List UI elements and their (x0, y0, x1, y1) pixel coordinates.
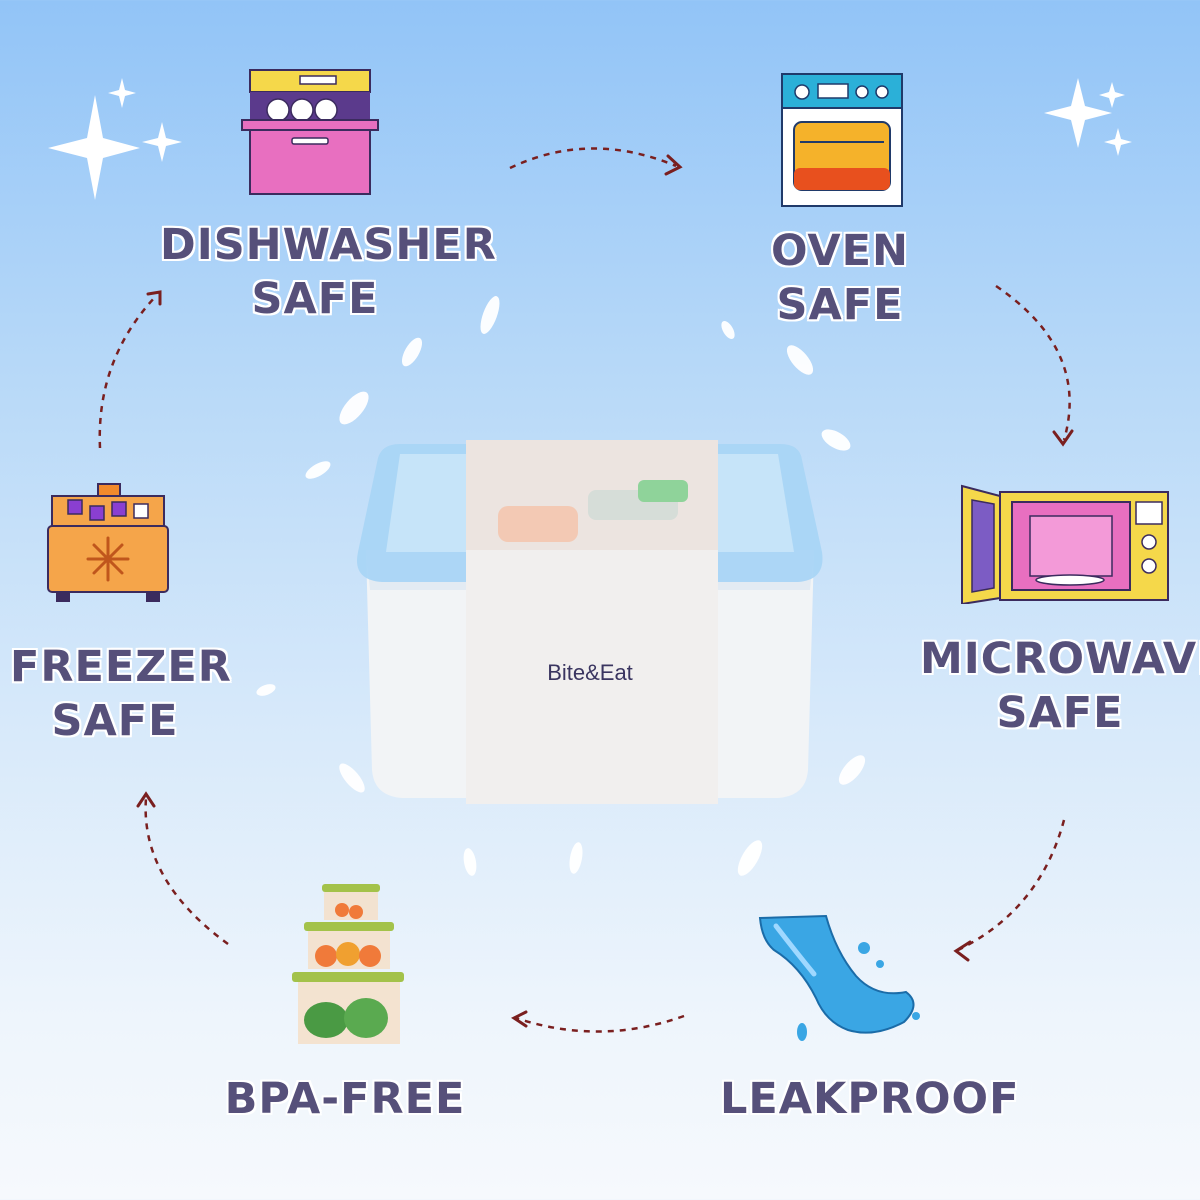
microwave-icon (961, 484, 1169, 604)
droplet-icon (256, 296, 866, 876)
sparkle-icon (48, 78, 182, 200)
arrow-microwave-to-leakproof (957, 819, 1066, 952)
water-splash-icon (758, 914, 920, 1041)
oven-icon (781, 73, 903, 207)
feature-dishwasher-line1: DISHWASHER (160, 220, 497, 270)
arrow-oven-to-microwave (995, 284, 1071, 441)
feature-dishwasher-safe: DISHWASHER SAFE (160, 218, 497, 326)
feature-dishwasher-line2: SAFE (251, 274, 379, 324)
feature-bpa-line1: BPA-FREE (224, 1074, 466, 1124)
feature-leakproof: LEAKPROOF (720, 1072, 1020, 1126)
cycle-arrows (98, 147, 1071, 1033)
feature-leakproof-line1: LEAKPROOF (720, 1074, 1020, 1124)
feature-bpa-free: BPA-FREE (220, 1072, 470, 1126)
feature-oven-line1: OVEN SAFE (770, 226, 910, 330)
feature-microwave-safe: MICROWAVE SAFE (920, 632, 1200, 740)
feature-microwave-line2: SAFE (996, 688, 1124, 738)
feature-microwave-line1: MICROWAVE (920, 634, 1200, 684)
feature-oven-safe: OVEN SAFE (700, 224, 980, 332)
arrow-dishwasher-to-oven (509, 147, 677, 170)
brand-name: Bite&Eat (547, 660, 633, 685)
arrow-heads (136, 154, 1074, 1028)
dishwasher-icon (241, 69, 379, 195)
arrow-bpa-to-freezer (144, 797, 229, 946)
feature-freezer-line2: SAFE (51, 696, 179, 746)
freezer-icon (47, 483, 169, 602)
arrow-leakproof-to-bpa (515, 1014, 685, 1033)
feature-freezer-line1: FREEZER (10, 642, 232, 692)
food-container-product (357, 440, 823, 804)
arrow-freezer-to-dishwasher (98, 295, 157, 449)
feature-freezer-safe: FREEZER SAFE (10, 640, 232, 748)
stacked-containers-icon (292, 884, 404, 1044)
sparkle-icon (1044, 78, 1132, 156)
